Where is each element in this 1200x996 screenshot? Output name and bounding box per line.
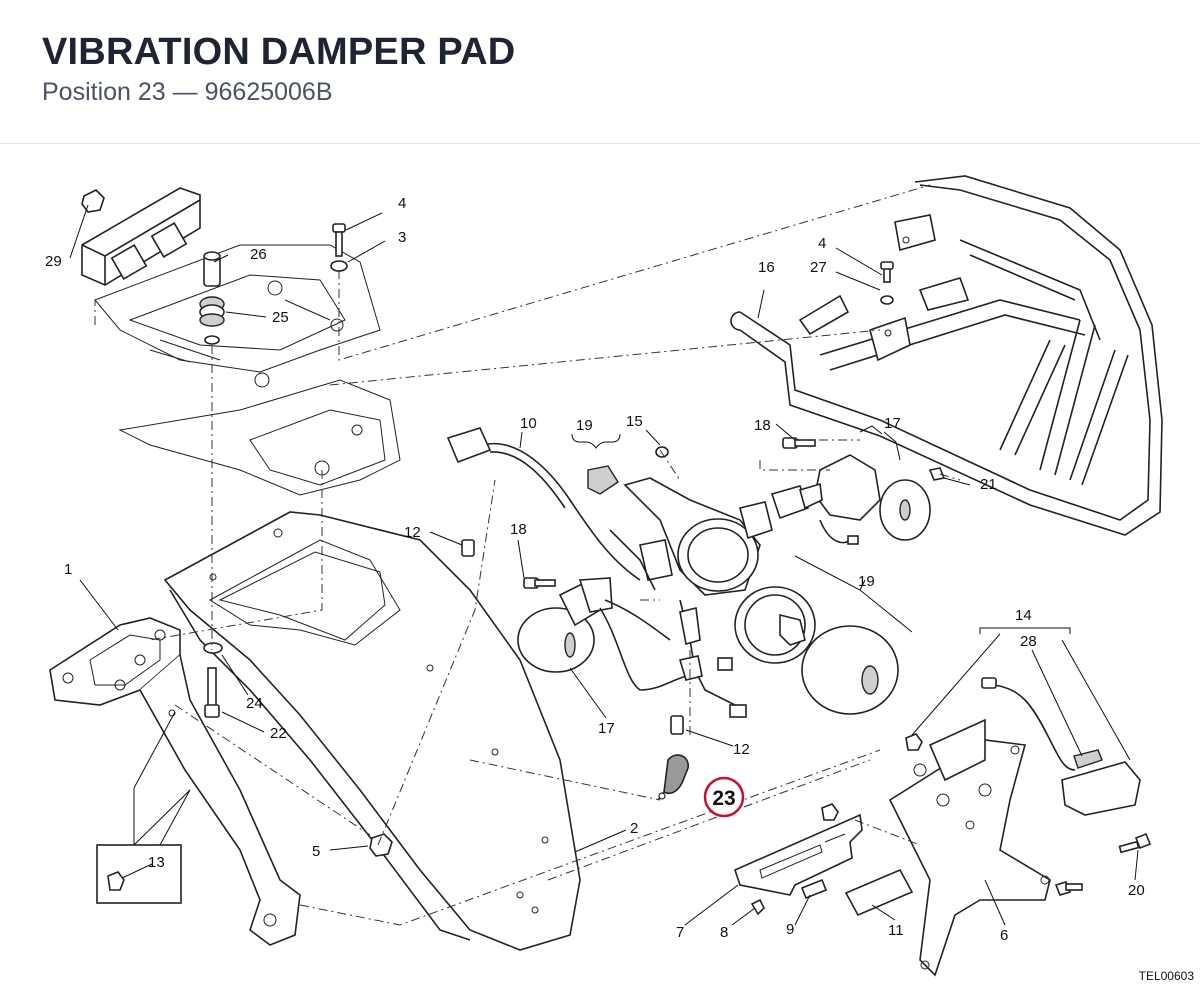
highlight-callout: 23: [703, 776, 745, 818]
callout-label: 27: [810, 259, 827, 276]
callout-label: 22: [270, 725, 287, 742]
highlight-ring: [703, 776, 745, 818]
top-screw: [330, 223, 348, 272]
callout-label: 1: [64, 561, 72, 578]
callout-label: 17: [598, 720, 615, 737]
subframe-drawing: [94, 244, 401, 496]
callout-label: 11: [888, 922, 904, 939]
tail-light-assembly: [446, 427, 946, 735]
page-subtitle: Position 23 — 96625006B: [42, 77, 333, 107]
callout-label: 9: [786, 921, 794, 938]
rear-mudguard: [163, 511, 581, 951]
part-number: 96625006B: [204, 78, 333, 106]
callout-label: 15: [626, 413, 643, 430]
callout-label: 25: [272, 309, 289, 326]
control-unit: [81, 187, 201, 286]
callout-label: 21: [980, 476, 997, 493]
mount-screw: [203, 642, 393, 857]
callout-label: 18: [754, 417, 771, 434]
callout-label: 19: [858, 573, 875, 590]
callout-label: 5: [312, 843, 320, 860]
callout-label: 20: [1128, 882, 1145, 899]
callout-label: 10: [520, 415, 537, 432]
callout-label: 28: [1020, 633, 1037, 650]
callout-label: 18: [510, 521, 527, 538]
page-title: VIBRATION DAMPER PAD: [42, 31, 516, 73]
drawing-code: TEL00603: [1138, 969, 1194, 983]
callout-label: 26: [250, 246, 267, 263]
bracket: [49, 617, 301, 946]
callout-label: 2: [630, 820, 638, 837]
callout-label: 12: [733, 741, 750, 758]
grab-handle: [730, 175, 1163, 536]
diagram-svg: 29 26 25 4 3 1 24 22 5 2 13 12 10 18 15 …: [45, 175, 1163, 977]
position-label: Position 23: [42, 78, 166, 106]
callout-label: 19: [576, 417, 593, 434]
callout-label: 4: [818, 235, 826, 252]
callout-labels: 29 26 25 4 3 1 24 22 5 2 13 12 10 18 15 …: [45, 195, 1145, 944]
callout-label: 4: [398, 195, 406, 212]
callout-label: 6: [1000, 927, 1008, 944]
callout-label: 14: [1015, 607, 1032, 624]
callout-label: 3: [398, 229, 406, 246]
header: VIBRATION DAMPER PAD Position 23 — 96625…: [0, 0, 1200, 144]
license-plate-holder: [734, 677, 1152, 977]
leader-lines: [69, 204, 1139, 926]
callout-label: 17: [884, 415, 901, 432]
separator: —: [172, 78, 198, 106]
callout-label: 7: [676, 924, 684, 941]
callout-label: 12: [404, 524, 421, 541]
callout-label: 29: [45, 253, 62, 270]
callout-label: 8: [720, 924, 728, 941]
callout-label: 16: [758, 259, 775, 276]
grommet-parts: [199, 251, 225, 345]
callout-label: 24: [246, 695, 263, 712]
exploded-parts-diagram: 29 26 25 4 3 1 24 22 5 2 13 12 10 18 15 …: [0, 145, 1200, 991]
callout-label: 13: [148, 854, 165, 871]
relation-lines: [94, 184, 961, 926]
highlight-number: 23: [712, 787, 735, 810]
vibration-damper-pad: [657, 754, 689, 801]
inset-box: [96, 844, 182, 904]
